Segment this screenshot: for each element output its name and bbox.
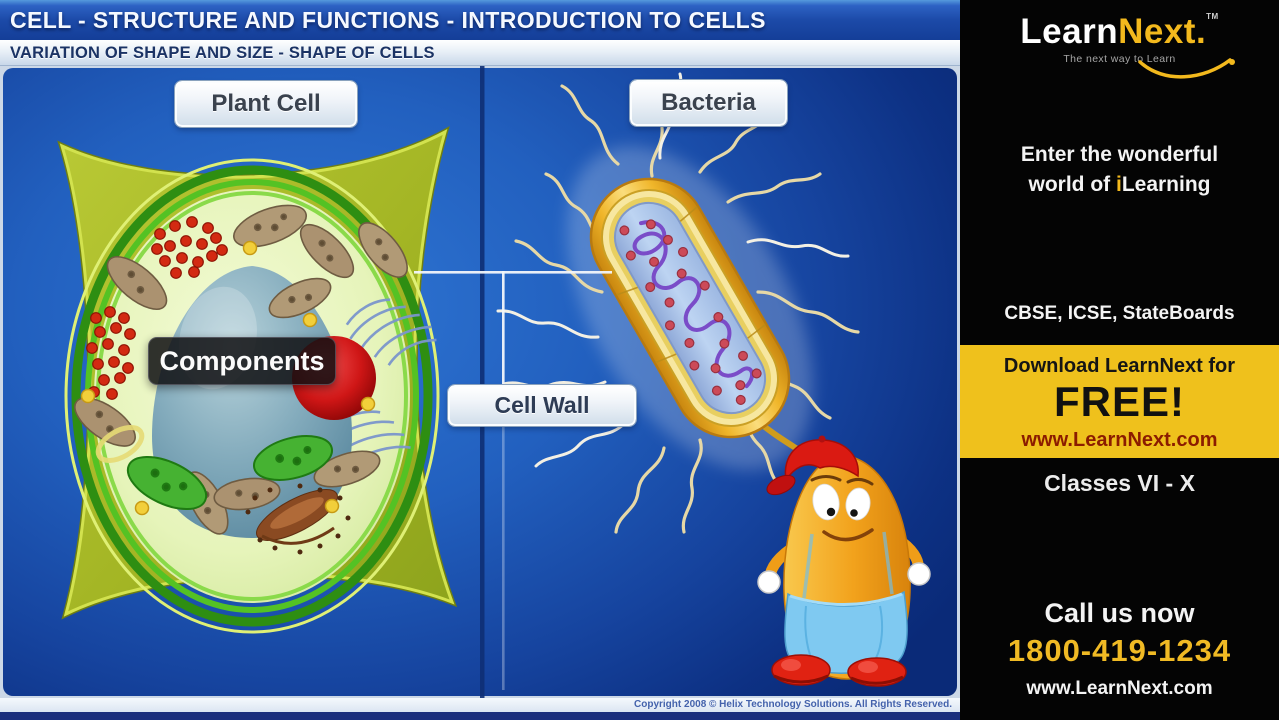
mascot-glove-left (757, 570, 781, 594)
logo-wordmark: LearnNext.TM (960, 12, 1279, 52)
endoplasmic-reticulum (345, 298, 437, 366)
promo-line2: world of iLearning (1028, 173, 1211, 196)
learnnext-logo: LearnNext.TM The next way to Learn (960, 12, 1279, 79)
cell-wall-pointer-lines (414, 271, 612, 690)
cell-wall-label[interactable]: Cell Wall (447, 384, 637, 427)
mascot-cap (766, 435, 859, 496)
boards-text: CBSE, ICSE, StateBoards (1004, 303, 1235, 324)
call-us-text: Call us now (1044, 598, 1195, 628)
lesson-subtitle-bar: VARIATION OF SHAPE AND SIZE - SHAPE OF C… (0, 40, 960, 66)
cell-diagram-svg (57, 66, 931, 698)
copyright-text: Copyright 2008 © Helix Technology Soluti… (0, 698, 960, 712)
components-label[interactable]: Components (148, 337, 336, 385)
ilearning-i: i (1115, 173, 1122, 196)
golgi-apparatus (245, 483, 351, 555)
mascot-shoes (771, 654, 907, 687)
download-banner: Download LearnNext for FREE! www.LearnNe… (960, 345, 1279, 458)
classes-text: Classes VI - X (1044, 470, 1195, 496)
phone-number: 1800-419-1234 (1007, 633, 1232, 668)
promo-line1: Enter the wonderful (1020, 143, 1219, 166)
lesson-title-bar: CELL - STRUCTURE AND FUNCTIONS - INTRODU… (0, 0, 960, 40)
plant-cell-label[interactable]: Plant Cell (174, 80, 358, 128)
bacteria-label[interactable]: Bacteria (629, 79, 788, 127)
stage: Plant Cell Bacteria Cell Wall Components (0, 66, 960, 698)
logo-tm-text: TM (1206, 12, 1219, 21)
banner-free-text: FREE! (1054, 378, 1185, 425)
smile-icon (1138, 58, 1235, 79)
panel-divider-line (480, 66, 485, 698)
logo-tagline: The next way to Learn (1063, 53, 1176, 65)
logo-next-text: Next. (1118, 12, 1207, 51)
small-organelles (80, 240, 376, 516)
banner-line1: Download LearnNext for (1003, 355, 1236, 377)
promo-text: Enter the wonderful world of iLearning (960, 140, 1279, 200)
logo-learn-text: Learn (1020, 12, 1119, 51)
bacteria-capsule (589, 177, 791, 439)
chloroplasts (126, 435, 333, 511)
website-link: www.LearnNext.com (1026, 678, 1213, 699)
banner-url: www.LearnNext.com (1021, 429, 1218, 451)
sidebar: LearnNext.TM The next way to Learn Enter… (960, 0, 1279, 720)
bottom-strip (0, 712, 960, 720)
mascot-character (757, 435, 931, 687)
mascot-glove-right (907, 562, 931, 586)
mascot-face (810, 475, 874, 542)
